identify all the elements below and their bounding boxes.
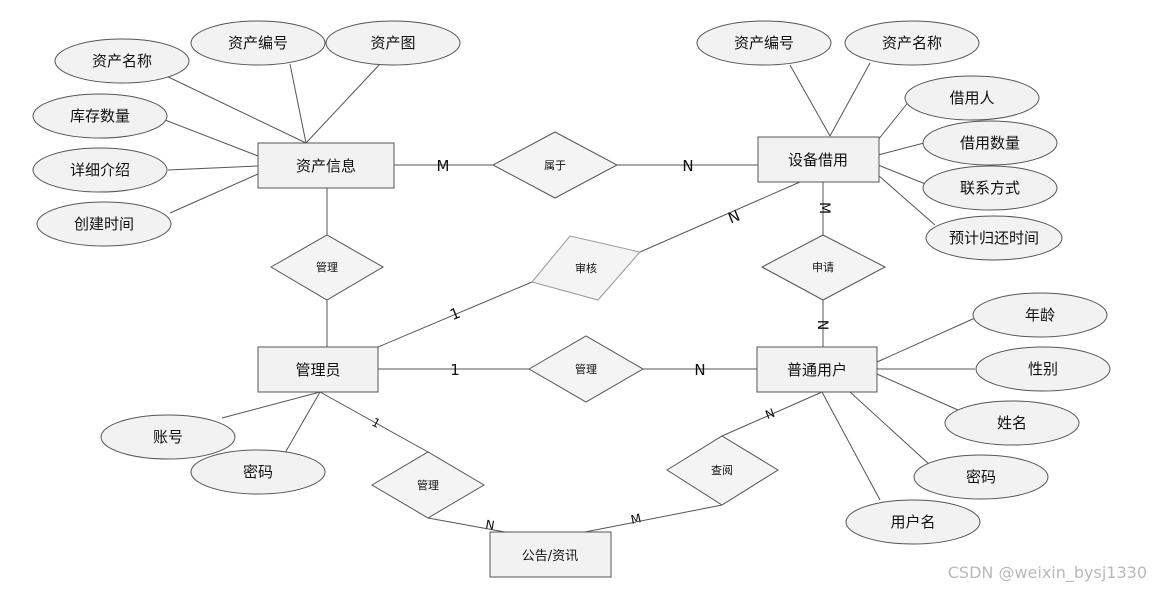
- attr-admin-password: 密码: [190, 449, 326, 495]
- attr-borrow-asset-name-label: 资产名称: [882, 34, 942, 52]
- card-manage-notice-notice: N: [484, 517, 495, 532]
- attr-admin-password-label: 密码: [243, 463, 273, 481]
- attr-contact: 联系方式: [922, 165, 1058, 211]
- relationship-apply-label: 申请: [812, 261, 834, 274]
- attr-age-label: 年龄: [1025, 306, 1055, 324]
- relationship-manage-user: 管理: [528, 335, 644, 403]
- attr-gender-label: 性别: [1028, 360, 1058, 378]
- attr-return-time-label: 预计归还时间: [949, 229, 1039, 247]
- attr-created-time: 创建时间: [36, 201, 172, 247]
- attr-contact-label: 联系方式: [960, 179, 1020, 197]
- relationship-manage-asset-label: 管理: [316, 260, 338, 274]
- relationship-belongs: 属于: [491, 131, 619, 199]
- card-apply-borrow: M: [816, 202, 832, 214]
- attr-username-label: 用户名: [890, 513, 935, 531]
- card-view-user: N: [763, 406, 777, 422]
- attr-borrow-asset-name: 资产名称: [844, 20, 980, 66]
- card-manage-user-admin: 1: [450, 361, 460, 379]
- attr-return-time: 预计归还时间: [925, 215, 1063, 261]
- card-review-admin: 1: [447, 304, 463, 324]
- entity-equipment-borrow: 设备借用: [757, 136, 880, 183]
- attr-account-label: 账号: [153, 428, 183, 446]
- relationship-view: 查阅: [666, 435, 779, 506]
- card-view-notice: M: [629, 511, 642, 527]
- attr-stock-qty-label: 库存数量: [70, 107, 130, 125]
- watermark: CSDN @weixin_bysj1330: [947, 563, 1147, 582]
- attr-full-name: 姓名: [944, 400, 1080, 446]
- entity-normal-user: 普通用户: [756, 346, 878, 393]
- attr-asset-image-label: 资产图: [370, 34, 415, 52]
- attr-account: 账号: [100, 414, 236, 460]
- attr-asset-name: 资产名称: [54, 38, 190, 84]
- card-manage-notice-admin: 1: [369, 415, 382, 431]
- attr-created-time-label: 创建时间: [74, 215, 134, 233]
- entity-asset-info-label: 资产信息: [296, 157, 356, 175]
- attr-full-name-label: 姓名: [997, 414, 1027, 432]
- relationship-apply: 申请: [760, 234, 887, 301]
- attr-stock-qty: 库存数量: [32, 93, 168, 139]
- card-manage-user-user: N: [694, 361, 705, 379]
- attr-asset-image: 资产图: [325, 20, 461, 66]
- relationship-review-label: 审核: [575, 261, 597, 275]
- attr-asset-no-label: 资产编号: [228, 34, 288, 52]
- connector-lines: [159, 62, 976, 533]
- card-belongs-borrow: N: [682, 157, 693, 175]
- attr-user-password: 密码: [913, 454, 1049, 500]
- attr-borrow-qty: 借用数量: [922, 120, 1058, 166]
- relationship-belongs-label: 属于: [544, 159, 566, 172]
- attr-gender: 性别: [975, 346, 1111, 392]
- attr-borrow-qty-label: 借用数量: [960, 134, 1020, 152]
- entity-normal-user-label: 普通用户: [787, 361, 847, 379]
- entity-admin: 管理员: [257, 346, 379, 393]
- attr-username: 用户名: [845, 499, 981, 545]
- entity-notice-label: 公告/资讯: [522, 549, 578, 564]
- entity-equipment-borrow-label: 设备借用: [788, 151, 848, 169]
- attr-borrower: 借用人: [904, 75, 1040, 121]
- relationship-manage-notice: 管理: [371, 451, 485, 519]
- card-apply-user: N: [814, 320, 830, 330]
- relationship-view-label: 查阅: [711, 463, 733, 477]
- attr-asset-no: 资产编号: [190, 20, 326, 66]
- relationship-manage-asset: 管理: [270, 234, 384, 301]
- attr-description-label: 详细介绍: [70, 161, 130, 179]
- attr-user-password-label: 密码: [966, 468, 996, 486]
- relationship-manage-user-label: 管理: [575, 362, 597, 376]
- card-review-borrow: N: [725, 207, 742, 228]
- attr-borrower-label: 借用人: [949, 89, 994, 107]
- entity-asset-info: 资产信息: [257, 142, 395, 189]
- card-belongs-asset: M: [437, 157, 450, 175]
- entity-admin-label: 管理员: [295, 361, 340, 379]
- attr-borrow-asset-no-label: 资产编号: [734, 34, 794, 52]
- entity-notice: 公告/资讯: [489, 531, 612, 578]
- attr-borrow-asset-no: 资产编号: [696, 20, 832, 66]
- attr-asset-name-label: 资产名称: [92, 52, 152, 70]
- attr-age: 年龄: [972, 292, 1108, 338]
- attr-description: 详细介绍: [32, 147, 168, 193]
- relationship-review: 审核: [531, 235, 641, 301]
- relationship-manage-notice-label: 管理: [417, 478, 439, 492]
